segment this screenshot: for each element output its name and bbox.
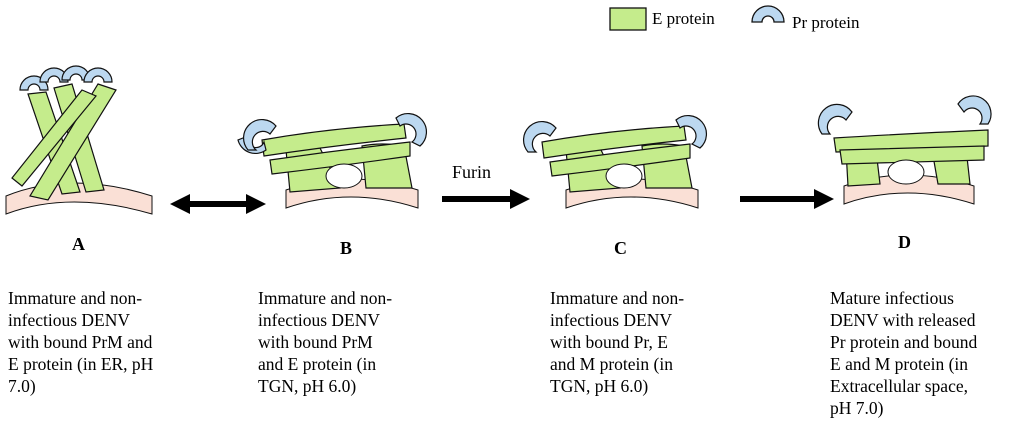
legend-e-protein-swatch [609,7,647,31]
arrow-c-d [740,189,834,209]
stage-c-virion [522,114,708,209]
stage-d-virion [817,95,992,205]
stage-caption-c: Immature and non- infectious DENV with b… [550,288,685,396]
stage-caption-a: Immature and non- infectious DENV with b… [8,288,154,396]
stage-letter-b: B [340,238,353,258]
legend-pr-protein-label: Pr protein [792,13,860,32]
stage-a-virion [5,65,153,215]
legend-e-protein-label: E protein [652,9,715,28]
legend-pr-protein-icon [751,5,785,23]
stage-caption-b: Immature and non- infectious DENV with b… [258,288,393,396]
arrow-b-c-furin [442,189,530,209]
stage-caption-d: Mature infectious DENV with released Pr … [830,288,978,418]
stage-letter-c: C [614,238,627,258]
stage-letter-a: A [72,234,85,254]
arrow-label-furin: Furin [452,162,492,182]
arrow-a-b-double-headed [170,194,266,214]
stage-letter-d: D [898,232,911,252]
stage-b-virion [237,112,428,209]
